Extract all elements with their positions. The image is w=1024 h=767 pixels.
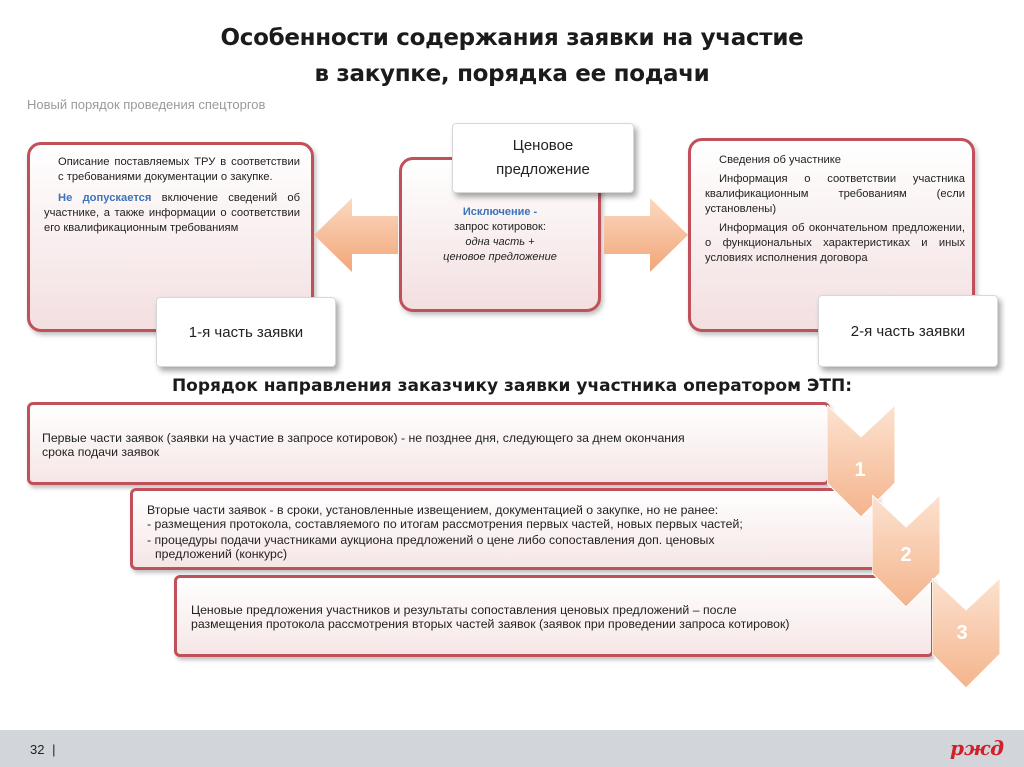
first-part-box: Описание поставляемых ТРУ в соответствии… [27, 142, 314, 332]
exception-italic-2: ценовое предложение [443, 251, 557, 263]
step-2-line-4: предложений (конкурс) [155, 547, 288, 561]
left-arrow-icon [314, 198, 398, 272]
price-offer-label: Ценовое предложение [452, 123, 634, 193]
rzd-logo: ржд [950, 736, 1005, 760]
page-title: Особенности содержания заявки на участие… [0, 20, 1024, 92]
step-1-box: Первые части заявок (заявки на участие в… [27, 402, 830, 485]
subtitle: Новый порядок проведения спецторгов [27, 97, 266, 112]
page-number-value: 32 [30, 742, 45, 757]
first-part-restriction: Не допускается включение сведений об уча… [44, 191, 300, 236]
footer-bar [0, 730, 1024, 767]
step-1-number: 1 [854, 459, 866, 481]
first-part-label: 1-я часть заявки [156, 297, 336, 367]
step-3-line-1: Ценовые предложения участников и результ… [191, 603, 737, 617]
restriction-highlight: Не допускается [58, 192, 152, 204]
title-line-2: в закупке, порядка ее подачи [314, 61, 710, 87]
step-3-line-2: размещения протокола рассмотрения вторых… [191, 617, 790, 631]
exception-italic-1: одна часть + [465, 236, 535, 248]
step-1-chevron-icon [827, 405, 895, 517]
right-arrow-icon [604, 198, 688, 272]
exception-line: запрос котировок: [454, 221, 546, 233]
exception-title: Исключение - [462, 206, 538, 218]
restriction-text: включение сведений об участнике, а также… [44, 192, 300, 234]
title-line-1: Особенности содержания заявки на участие [220, 25, 804, 51]
step-2-number: 2 [900, 544, 912, 566]
qualification-info: Информация о соответствии участника квал… [705, 173, 965, 215]
step-1-line-1: Первые части заявок (заявки на участие в… [42, 431, 685, 445]
step-1-line-2: срока подачи заявок [42, 445, 160, 459]
step-3-chevron-icon [932, 578, 1000, 688]
step-2-line-1: Вторые части заявок - в сроки, установле… [147, 503, 719, 517]
step-2-line-2: - размещения протокола, составляемого по… [147, 517, 743, 531]
step-2-chevron-icon [872, 495, 940, 607]
procedure-heading: Порядок направления заказчику заявки уча… [171, 376, 853, 396]
participant-info: Сведения об участнике [719, 154, 841, 166]
step-2-box: Вторые части заявок - в сроки, установле… [130, 488, 878, 570]
step-2-line-3: - процедуры подачи участниками аукциона … [147, 533, 715, 547]
step-3-number: 3 [956, 622, 968, 644]
first-part-description: Описание поставляемых ТРУ в соответствии… [58, 156, 300, 183]
second-part-label: 2-я часть заявки [818, 295, 998, 367]
page-separator: | [52, 742, 56, 757]
step-3-box: Ценовые предложения участников и результ… [174, 575, 934, 657]
page-number: 32 | [30, 742, 55, 757]
final-offer-info: Информация об окончательном предложении,… [705, 222, 965, 264]
